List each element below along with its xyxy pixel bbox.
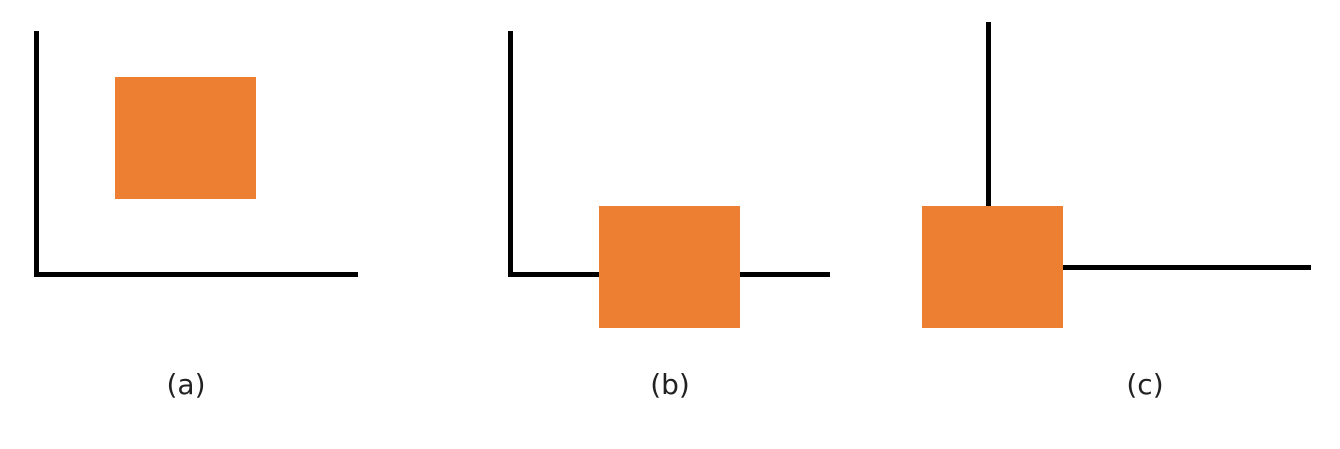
vertical-axis-line [34,31,39,277]
panel-caption: (c) [1126,368,1164,401]
panel-caption: (a) [166,368,206,401]
panel-caption: (b) [650,368,690,401]
vertical-axis-line [508,31,513,277]
orange-square [922,206,1063,328]
horizontal-axis-line [1062,265,1311,270]
horizontal-axis-line [34,272,358,277]
vertical-axis-line [986,22,991,208]
orange-square [599,206,740,328]
orange-square [115,77,256,199]
